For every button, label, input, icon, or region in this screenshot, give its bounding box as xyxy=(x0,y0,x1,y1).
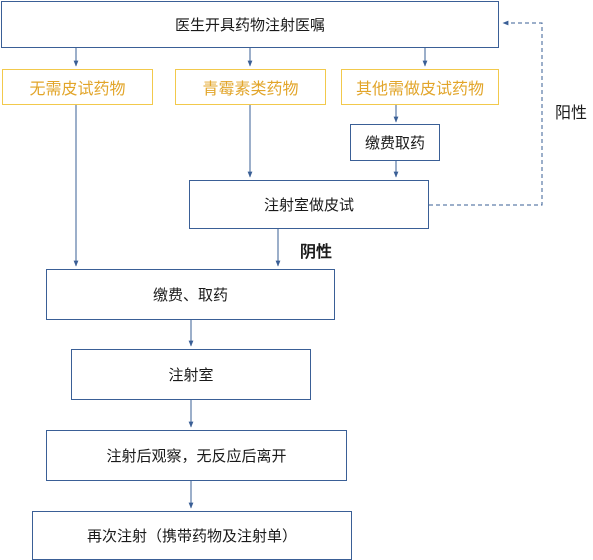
edge-positive-loop xyxy=(429,20,543,206)
node-prescription: 医生开具药物注射医嘱 xyxy=(1,1,499,48)
node-other-skin-test: 其他需做皮试药物 xyxy=(341,69,499,105)
node-skin-test-room: 注射室做皮试 xyxy=(189,180,429,229)
node-no-skin-test: 无需皮试药物 xyxy=(2,69,153,105)
node-pay-get-drug-1: 缴费取药 xyxy=(350,124,440,161)
label-negative: 阴性 xyxy=(300,242,333,261)
label-positive: 阳性 xyxy=(555,103,588,122)
node-observe: 注射后观察，无反应后离开 xyxy=(46,430,347,481)
node-injection-room: 注射室 xyxy=(71,349,311,400)
node-reinject: 再次注射（携带药物及注射单） xyxy=(32,511,352,560)
node-penicillin: 青霉素类药物 xyxy=(175,69,326,105)
node-pay-get-drug-2: 缴费、取药 xyxy=(46,269,335,320)
